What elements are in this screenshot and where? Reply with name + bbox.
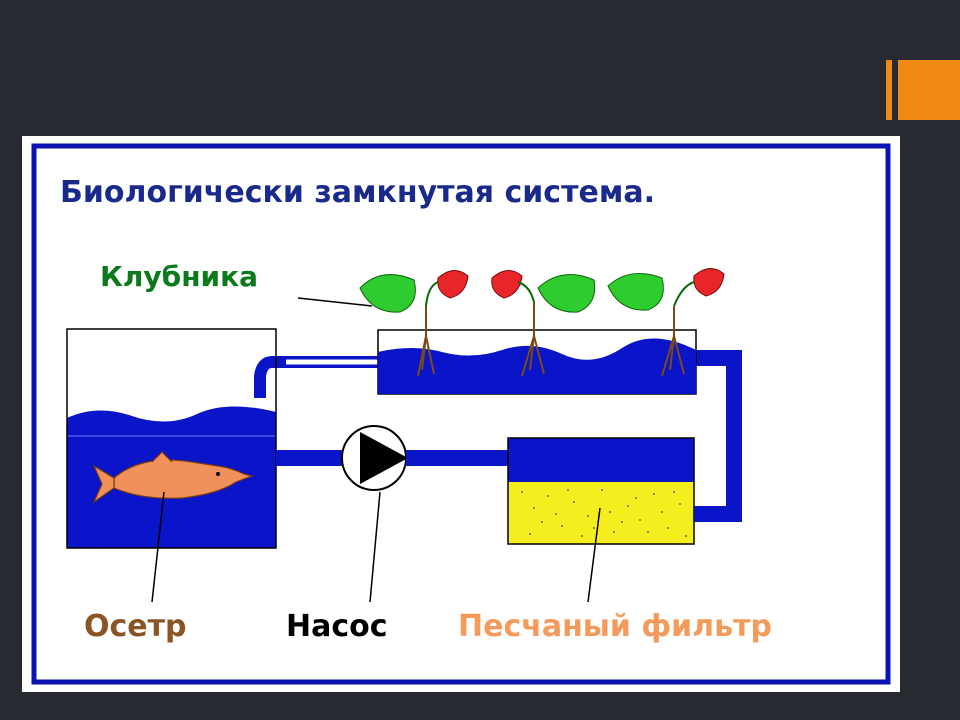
- label-sturgeon: Осетр: [84, 609, 187, 644]
- leaf-icon: [537, 274, 596, 313]
- berry-icon: [693, 268, 725, 297]
- berry-icon: [437, 270, 469, 299]
- leaf-icon: [607, 273, 664, 311]
- label-sand-filter: Песчаный фильтр: [458, 609, 772, 644]
- strawberry-plant-icon: [491, 270, 596, 377]
- pointer-sand-filter: [587, 507, 601, 603]
- pointer-sturgeon: [151, 491, 165, 603]
- pointer-strawberry: [297, 297, 373, 307]
- leaf-icon: [359, 274, 416, 313]
- pipe-tank-to-pump: [276, 450, 346, 466]
- label-pump: Насос: [286, 609, 388, 644]
- overflow-pipe: [254, 356, 378, 398]
- diagram-title: Биологически замкнутая система.: [60, 175, 655, 210]
- diagram-frame: Биологически замкнутая система.: [22, 136, 900, 692]
- sand-filter: [507, 437, 695, 545]
- fish-tank: [66, 328, 277, 549]
- diagram-border: [31, 143, 891, 685]
- berry-icon: [491, 270, 523, 299]
- closed-system-diagram: Биологически замкнутая система.: [31, 143, 891, 685]
- fish-icon: [92, 451, 255, 504]
- accent-bar-line: [886, 60, 892, 120]
- pump-icon: [341, 425, 408, 491]
- pipe-pump-to-filter: [406, 450, 508, 466]
- accent-bar-block: [898, 60, 960, 120]
- pointer-pump: [369, 491, 381, 603]
- strawberry-plant-icon: [607, 268, 725, 377]
- label-strawberry: Клубника: [100, 260, 258, 293]
- strawberry-plant-icon: [359, 270, 469, 377]
- return-pipe: [694, 350, 742, 522]
